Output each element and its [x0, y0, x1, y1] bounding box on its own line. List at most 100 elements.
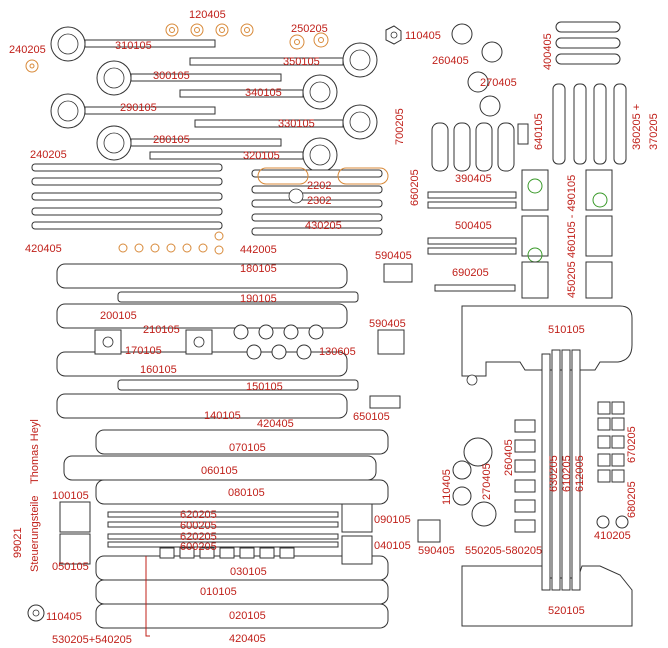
washers-442005 [118, 231, 224, 255]
links-360205 [552, 83, 627, 165]
drawing-title: Steuerungsteile [29, 496, 41, 572]
label-130605: 130605 [319, 346, 356, 358]
label-500405: 500405 [455, 220, 492, 232]
drawing-number: 99021 [12, 527, 24, 558]
label-612005: 612005 [574, 455, 586, 492]
label-530205-540205: 530205+540205 [52, 634, 132, 646]
label-590405-c: 590405 [418, 545, 455, 557]
label-030105: 030105 [230, 566, 267, 578]
label-690205: 690205 [452, 267, 489, 279]
label-410205: 410205 [594, 530, 631, 542]
label-300105: 300105 [153, 70, 190, 82]
label-610205: 610205 [561, 455, 573, 492]
label-080105: 080105 [228, 487, 265, 499]
label-360205: 360205 + [631, 104, 643, 150]
label-2202: 2202 [307, 180, 331, 192]
label-600205-b: 600205 [180, 541, 217, 553]
label-040105: 040105 [374, 540, 411, 552]
label-270405-top: 270405 [480, 77, 517, 89]
discs-260405-270405 [451, 23, 503, 117]
discs-260405-270405-right [452, 437, 497, 527]
rods-430205 [251, 169, 383, 236]
label-010105: 010105 [200, 586, 237, 598]
label-620205-b: 620205 [180, 531, 217, 543]
blocks-670205-680205 [597, 401, 625, 483]
label-400405: 400405 [542, 33, 554, 70]
washers-120405 [165, 23, 254, 37]
label-310105: 310105 [115, 40, 152, 52]
label-260405-top: 260405 [432, 55, 469, 67]
washers-240205-top [25, 59, 39, 73]
label-420405-mid: 420405 [257, 418, 294, 430]
label-140105: 140105 [204, 410, 241, 422]
bracket-650105 [369, 395, 401, 409]
label-600205-a: 600205 [180, 520, 217, 532]
label-240205-top: 240205 [9, 44, 46, 56]
label-200105: 200105 [100, 310, 137, 322]
label-060105: 060105 [201, 465, 238, 477]
label-190105: 190105 [240, 293, 277, 305]
label-100105: 100105 [52, 490, 89, 502]
label-110405-right: 110405 [441, 469, 453, 505]
label-620205-a: 620205 [180, 509, 217, 521]
label-090105: 090105 [374, 514, 411, 526]
label-660205: 660205 [409, 169, 421, 206]
label-290105: 290105 [120, 102, 157, 114]
small-blocks-530205 [145, 547, 295, 637]
rods-400405 [555, 21, 621, 65]
label-270405-right: 270405 [481, 463, 493, 500]
label-442005: 442005 [240, 244, 277, 256]
rods-420405 [31, 163, 223, 230]
label-650105: 650105 [353, 411, 390, 423]
plate-170105-210105 [94, 329, 213, 355]
bar-690205 [434, 284, 516, 292]
label-120405: 120405 [189, 9, 226, 21]
label-160105: 160105 [140, 364, 177, 376]
label-420405-bottom: 420405 [229, 633, 266, 645]
frame-bars-upper [56, 263, 359, 419]
label-050105: 050105 [52, 561, 89, 573]
label-430205: 430205 [305, 220, 342, 232]
rails-500405 [427, 191, 517, 255]
author-label: Thomas Heyl [29, 419, 41, 484]
label-630205: 630205 [548, 455, 560, 492]
label-510105: 510105 [548, 324, 585, 336]
label-640105: 640105 [533, 113, 545, 150]
brackets-450205 [521, 261, 613, 299]
eccentric-group-right [149, 42, 378, 173]
label-550205-580205: 550205-580205 [465, 545, 542, 557]
label-350105: 350105 [283, 56, 320, 68]
label-590405-a: 590405 [375, 250, 412, 262]
label-150105: 150105 [246, 381, 283, 393]
label-2302: 2302 [307, 195, 331, 207]
label-070105: 070105 [229, 442, 266, 454]
side-rails-550205-580205 [514, 349, 581, 591]
blocks-100105-050105 [59, 501, 373, 565]
brackets-590405 [377, 263, 441, 543]
brackets-460105-490105 [521, 169, 613, 263]
frame-bars-lower [63, 429, 389, 629]
label-520105: 520105 [548, 605, 585, 617]
nut-110405-bottom [27, 604, 45, 622]
label-330105: 330105 [278, 118, 315, 130]
label-240205-mid: 240205 [30, 149, 67, 161]
label-670205: 670205 [626, 426, 638, 463]
label-700205: 700205 [394, 108, 406, 145]
washers-250205 [289, 32, 329, 50]
label-020105: 020105 [229, 610, 266, 622]
label-260405-right: 260405 [503, 439, 515, 476]
label-490105: 460105 - 490105 [566, 175, 578, 258]
label-180105: 180105 [240, 263, 277, 275]
label-320105: 320105 [243, 150, 280, 162]
eccentric-group-left [50, 26, 282, 161]
label-390405: 390405 [455, 173, 492, 185]
links-2202-2302 [257, 167, 389, 204]
label-110405-bottom: 110405 [46, 611, 82, 623]
label-210105: 210105 [143, 324, 180, 336]
parts-390405 [431, 122, 529, 172]
label-590405-b: 590405 [369, 318, 406, 330]
label-250205: 250205 [291, 23, 328, 35]
washers-130605 [233, 324, 324, 360]
label-280105: 280105 [153, 134, 190, 146]
